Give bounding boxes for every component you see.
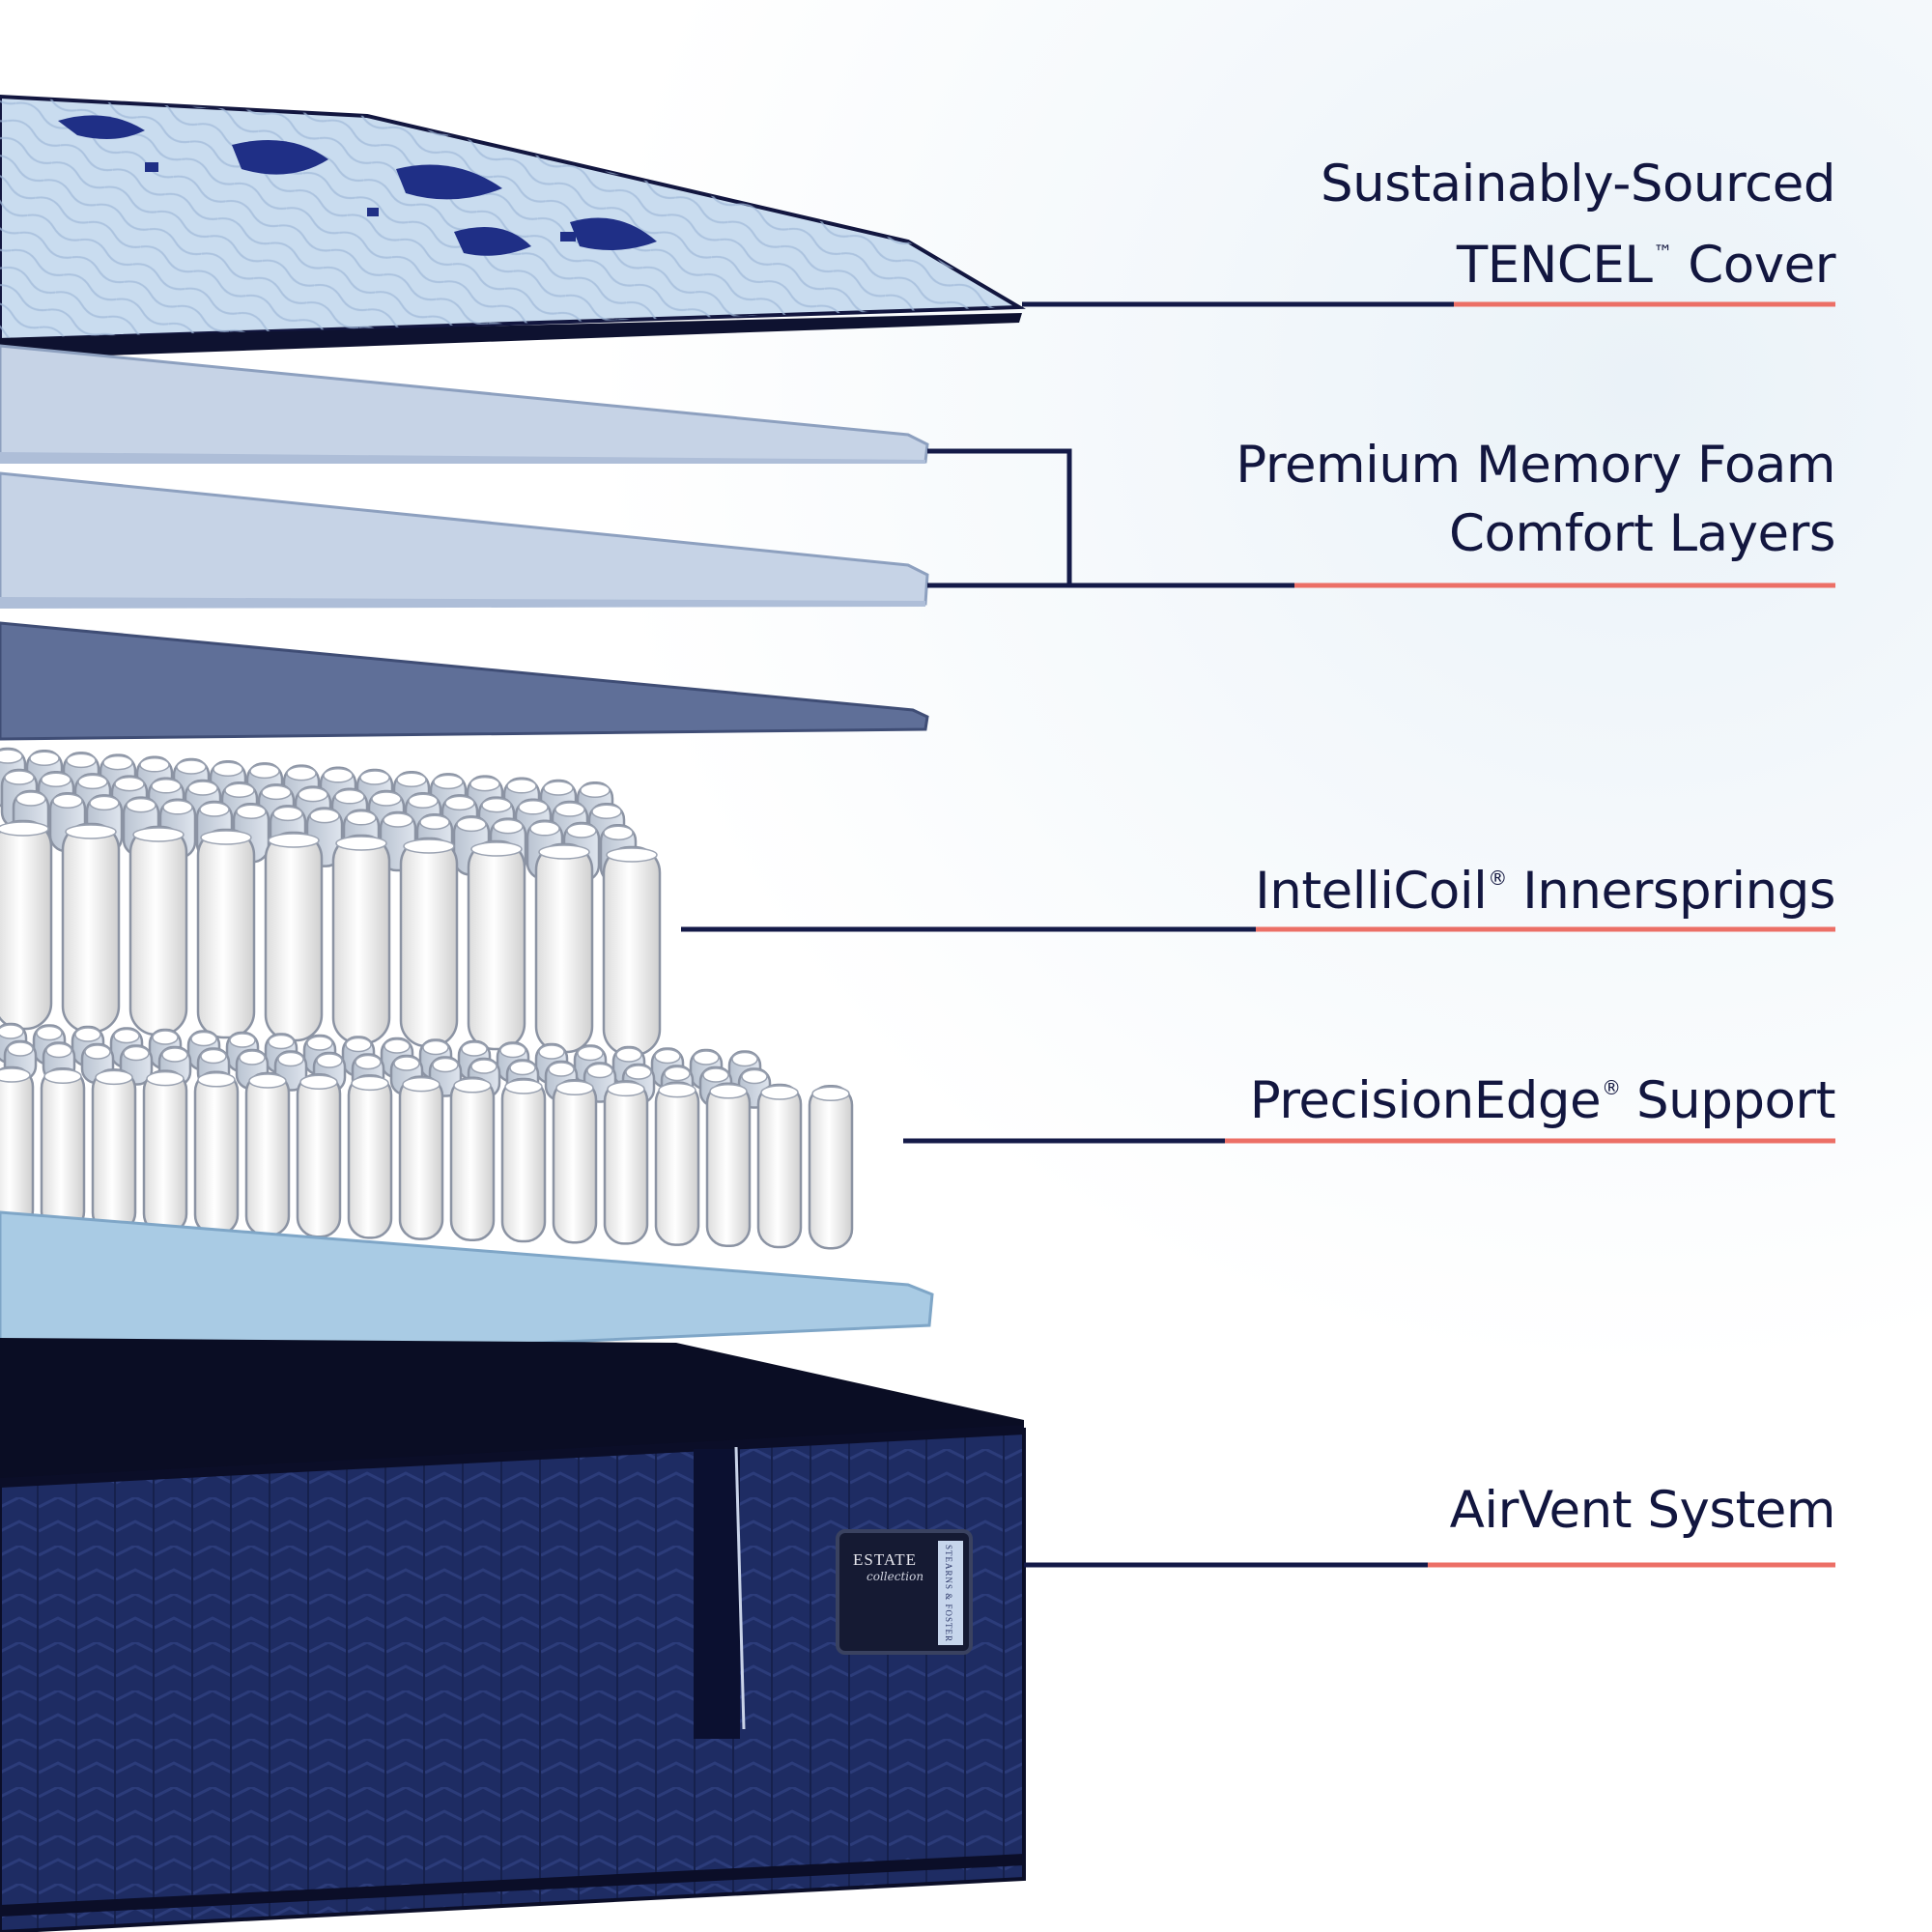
cover-pattern	[58, 115, 657, 256]
coil	[128, 825, 188, 1037]
innerspring-coils	[0, 747, 662, 1057]
base-foam-layer	[0, 1210, 934, 1369]
edge-coil	[552, 1078, 598, 1244]
label-airvent: AirVent System	[1449, 1476, 1836, 1545]
coil	[196, 828, 256, 1039]
cover-layer	[0, 94, 1026, 359]
label-memory-foam: Premium Memory Foam Comfort Layers	[1236, 431, 1835, 568]
tag-brand: ESTATE	[853, 1550, 918, 1569]
tag-script: collection	[867, 1570, 924, 1583]
coil	[399, 837, 459, 1048]
edge-support-coils	[0, 1022, 854, 1250]
label-cover-suffix: Cover	[1671, 236, 1835, 295]
label-memory-foam-line1: Premium Memory Foam	[1236, 436, 1835, 495]
tag-side-text: STEARNS & FOSTER	[944, 1545, 953, 1643]
coil	[602, 845, 662, 1057]
edge-coil	[347, 1074, 393, 1239]
coil	[534, 842, 594, 1054]
label-innersprings-brand: IntelliCoil	[1255, 862, 1488, 921]
mattress-body	[0, 1338, 1026, 1932]
label-cover-line1: Sustainably-Sourced	[1321, 155, 1836, 213]
label-airvent-text: AirVent System	[1449, 1481, 1836, 1540]
edge-coil	[193, 1070, 240, 1236]
label-innersprings-suffix: Innersprings	[1506, 862, 1835, 921]
edge-coil	[398, 1075, 444, 1240]
edge-coil	[756, 1083, 803, 1249]
estate-collection-tag: ESTATE collection STEARNS & FOSTER	[836, 1529, 973, 1655]
label-cover: Sustainably-Sourced TENCEL™ Cover	[1321, 150, 1836, 299]
registered-mark: ®	[1602, 1076, 1621, 1099]
label-innersprings: IntelliCoil® Innersprings	[1255, 844, 1835, 925]
label-edge-support-brand: PrecisionEdge	[1249, 1071, 1602, 1130]
edge-coil	[654, 1081, 700, 1246]
edge-coil	[296, 1072, 342, 1238]
label-cover-line2: TENCEL™ Cover	[1321, 218, 1836, 299]
label-edge-support-suffix: Support	[1620, 1071, 1836, 1130]
coil	[264, 831, 324, 1042]
edge-coil	[91, 1068, 137, 1234]
coil	[61, 822, 121, 1034]
memory-foam-layers	[0, 344, 929, 741]
edge-coil	[244, 1071, 291, 1237]
edge-coil	[603, 1080, 649, 1245]
edge-coil	[0, 1065, 35, 1232]
edge-coil	[40, 1066, 86, 1233]
registered-mark: ®	[1488, 867, 1507, 890]
label-memory-foam-line2: Comfort Layers	[1449, 504, 1835, 563]
edge-coil	[500, 1077, 547, 1243]
trademark-mark: ™	[1653, 241, 1672, 264]
label-edge-support: PrecisionEdge® Support	[1249, 1054, 1836, 1135]
connector-lines	[681, 301, 1835, 1568]
tag-side-panel: STEARNS & FOSTER	[938, 1541, 963, 1645]
edge-coil	[449, 1076, 496, 1242]
coil	[467, 839, 526, 1051]
edge-coil	[808, 1084, 854, 1250]
coil	[331, 834, 391, 1045]
edge-coil	[705, 1082, 752, 1248]
coil	[0, 819, 53, 1031]
label-cover-brand: TENCEL	[1456, 236, 1653, 295]
edge-coil	[142, 1069, 188, 1235]
